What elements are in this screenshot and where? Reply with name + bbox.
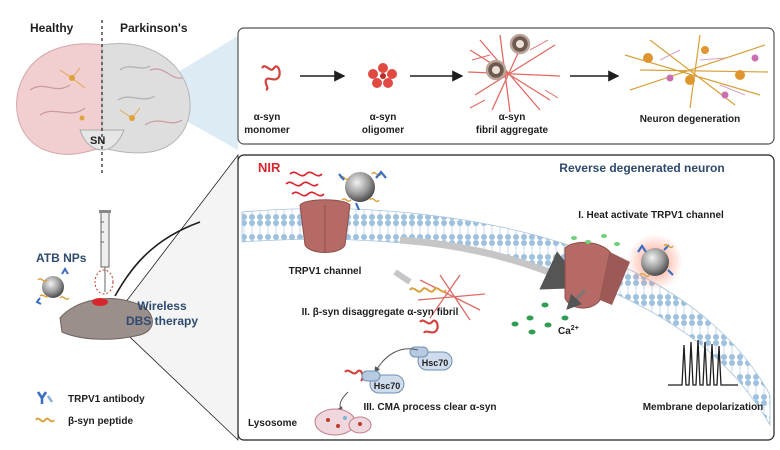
main-mechanism-panel: NIR TRPV1 channel Reverse degenerated ne…	[237, 154, 775, 441]
nir-label: NIR	[258, 160, 281, 175]
parkinsons-label: Parkinson's	[120, 21, 188, 35]
legend-peptide-label: β-syn peptide	[68, 416, 133, 427]
mouse-body	[59, 298, 153, 340]
injection-site	[92, 298, 108, 306]
step2-label: II. β-syn disaggregate α-syn fibril	[302, 307, 459, 318]
mouse-dbs-illustration: ATB NPs Wireless DBS therapy	[35, 153, 239, 441]
syringe-icon	[99, 210, 111, 292]
hsc70-label-lower: Hsc70	[374, 381, 401, 391]
atb-nps-label: ATB NPs	[36, 251, 87, 265]
fibril-aggregate-icon	[467, 33, 561, 113]
antibody-icon	[36, 391, 54, 404]
main-title: Reverse degenerated neuron	[559, 161, 724, 175]
lysosome-label: Lysosome	[248, 418, 298, 429]
legend-antibody-label: TRPV1 antibody	[68, 394, 145, 405]
healthy-label: Healthy	[30, 21, 74, 35]
nanoparticle-icon	[338, 170, 387, 211]
trpv1-label: TRPV1 channel	[289, 266, 362, 277]
main-panel-border	[237, 154, 775, 441]
step-label-monomer-1: α-syn	[254, 112, 281, 123]
therapy-label-1: Wireless	[137, 299, 187, 313]
aggregation-pathway-panel: α-syn monomer α-syn oligomer α-syn fibri…	[237, 27, 775, 145]
chaperone-arrow	[374, 348, 419, 373]
transition-arrow	[399, 236, 587, 290]
depolarization-label: Membrane depolarization	[643, 402, 764, 413]
injection-highlight	[94, 269, 114, 295]
hsc70-complex-icon	[344, 369, 405, 394]
step3-label: III. CMA process clear α-syn	[363, 402, 496, 413]
transition-arrow	[393, 269, 412, 285]
brain-illustration: Healthy Parkinson's SN	[16, 20, 238, 175]
ion-particles	[511, 234, 620, 335]
peptide-icon	[35, 417, 55, 423]
atb-np-icon	[35, 267, 70, 305]
monomer-icon	[261, 65, 281, 91]
ion-flow-arrow	[566, 289, 586, 310]
step-label-oligomer-2: oligomer	[362, 125, 404, 136]
action-potential-trace	[668, 339, 738, 386]
monomer-icon	[419, 319, 439, 334]
step-label-fibril-2: fibril aggregate	[476, 125, 549, 136]
lysosome-icon	[314, 408, 372, 436]
legend: TRPV1 antibody β-syn peptide	[35, 391, 145, 427]
peptide-fibril-icon	[409, 274, 486, 321]
therapy-label-2: DBS therapy	[126, 314, 198, 328]
parkinsons-hemisphere	[101, 43, 191, 154]
step-label-monomer-2: monomer	[244, 125, 290, 136]
ca-label: Ca2+	[558, 325, 579, 337]
optic-fiber	[114, 221, 201, 297]
nir-waves	[285, 171, 325, 197]
step-label-degeneration: Neuron degeneration	[640, 114, 741, 125]
healthy-hemisphere	[16, 43, 103, 155]
hsc70-label-upper: Hsc70	[422, 358, 449, 368]
neuron-icon	[79, 115, 85, 121]
step1-label: I. Heat activate TRPV1 channel	[578, 210, 724, 221]
step-label-fibril-1: α-syn	[499, 112, 526, 123]
trpv1-channel-open	[564, 234, 683, 309]
neuron-network-icon	[624, 34, 769, 109]
sn-label: SN	[90, 135, 105, 147]
step-label-oligomer-1: α-syn	[370, 112, 397, 123]
oligomer-icon	[368, 63, 397, 88]
trpv1-channel-closed	[299, 199, 351, 253]
